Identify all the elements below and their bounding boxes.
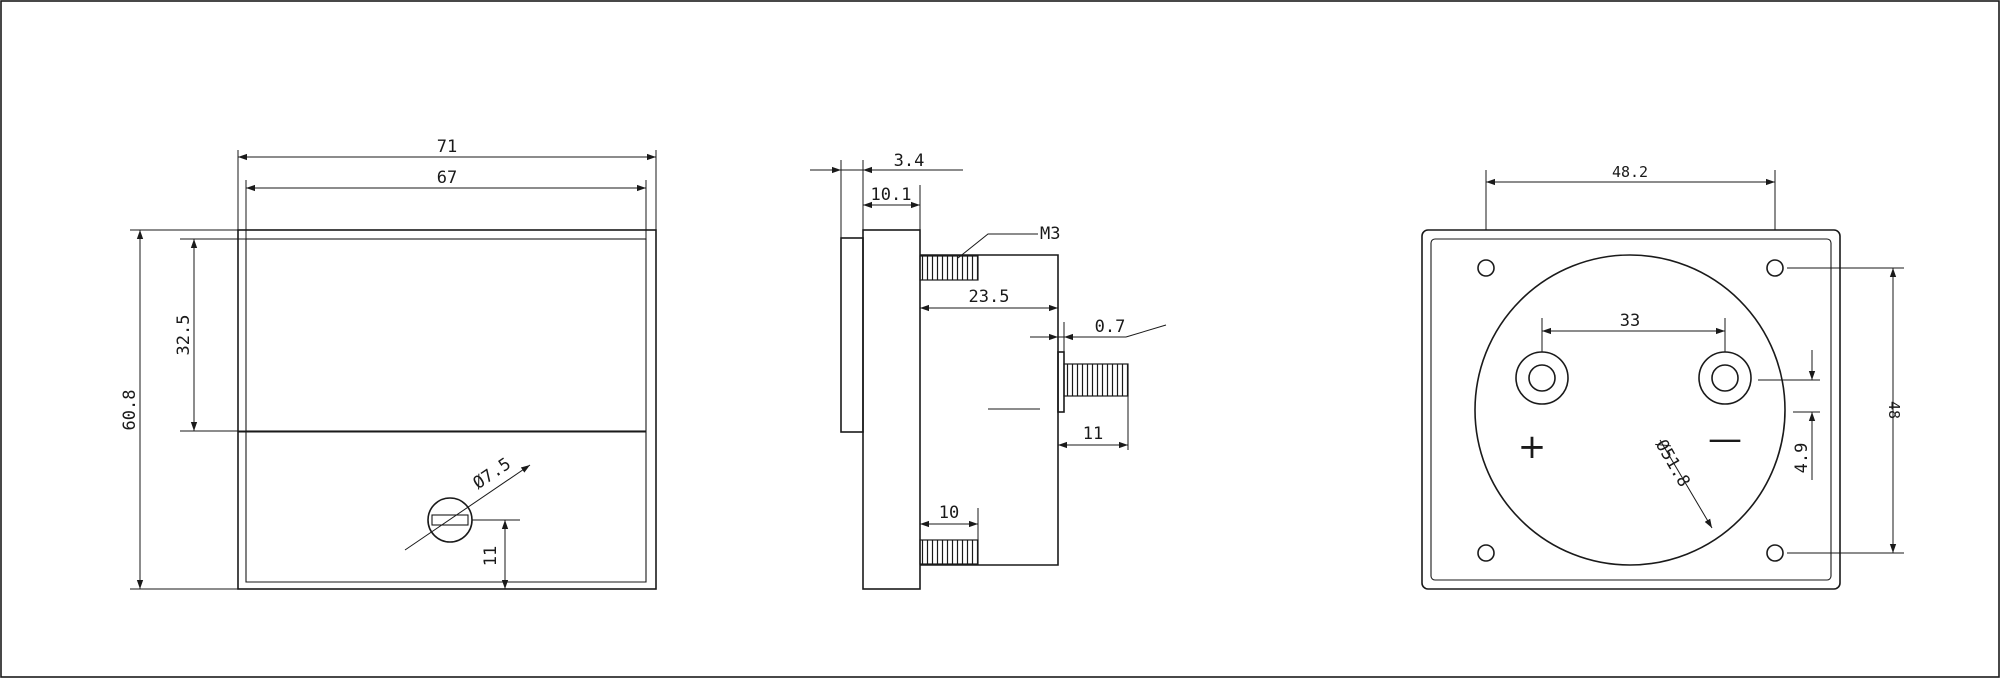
rear-view: + — 48.2 33 48 Ø51.8 4.9 — [1421, 163, 1904, 590]
rear-case-outer — [1421, 229, 1841, 590]
terminal-stud — [1063, 363, 1129, 397]
mount-screw-top — [919, 255, 979, 281]
dim-hole-spacing-h: 48.2 — [1612, 163, 1648, 181]
bezel-flange — [862, 229, 921, 590]
polarity-plus-symbol: + — [1518, 427, 1547, 467]
zero-adjuster-slot — [431, 514, 469, 526]
mount-hole-top-left — [1477, 259, 1495, 277]
terminal-positive-inner — [1528, 364, 1556, 392]
polarity-minus-symbol: — — [1708, 419, 1742, 459]
dim-flange-thickness: 10.1 — [871, 185, 912, 205]
dim-case-diameter-line — [1659, 439, 1713, 529]
screw-leader — [957, 233, 1038, 259]
dim-body-depth: 23.5 — [969, 287, 1010, 307]
dim-width-outer: 71 — [437, 137, 457, 157]
dim-adjuster-diameter: Ø7.5 — [470, 454, 515, 493]
terminal-positive-outer — [1515, 351, 1569, 405]
dim-terminal-offset: 4.9 — [1792, 443, 1812, 474]
side-view: 3.4 10.1 M3 23.5 0.7 11 10 — [810, 151, 1167, 590]
rear-case-inner — [1430, 238, 1832, 581]
mount-hole-bottom-left — [1477, 544, 1495, 562]
mount-hole-top-right — [1766, 259, 1784, 277]
dim-height-total: 60.8 — [120, 390, 140, 431]
dim-stud-length: 11 — [1083, 424, 1103, 444]
dim-mount-screw-length: 10 — [939, 503, 959, 523]
washer — [1057, 351, 1065, 413]
dim-adjuster-offset: 11 — [481, 546, 501, 566]
terminal-negative-inner — [1711, 364, 1739, 392]
dim-window-height: 32.5 — [174, 315, 194, 356]
front-bezel — [237, 229, 657, 590]
dim-case-diameter: Ø51.8 — [1651, 436, 1694, 490]
mount-screw-bottom — [919, 539, 979, 565]
dim-washer-thickness: 0.7 — [1095, 317, 1126, 337]
scale-window — [245, 238, 647, 432]
case-body-circle — [1474, 254, 1786, 566]
glass-cover — [840, 237, 864, 433]
dim-adjuster-diameter-line — [404, 464, 531, 551]
dim-terminal-spacing: 33 — [1620, 311, 1640, 331]
dim-width-inner: 67 — [437, 168, 457, 188]
dim-hole-spacing-v: 48 — [1885, 401, 1903, 419]
mount-hole-bottom-right — [1766, 544, 1784, 562]
dim-bezel-thickness: 3.4 — [894, 151, 925, 171]
lower-cover — [238, 431, 647, 583]
screw-label: M3 — [1040, 224, 1060, 244]
terminal-negative-outer — [1698, 351, 1752, 405]
front-view: 71 67 60.8 32.5 Ø7.5 11 — [120, 137, 657, 590]
